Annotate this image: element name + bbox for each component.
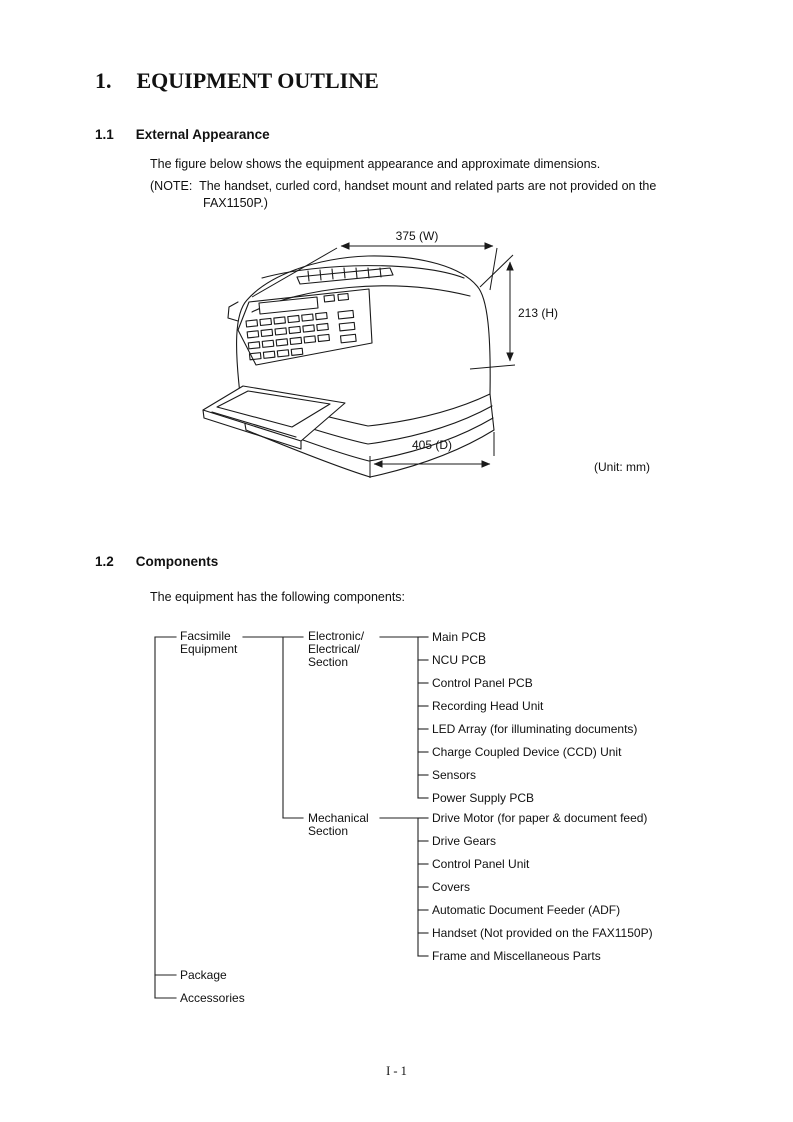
tree-electronic-line2: Electrical/ [308, 642, 361, 656]
section-external-number: 1.1 [95, 127, 114, 142]
external-note-line2: FAX1150P.) [203, 196, 268, 210]
component-item: Handset (Not provided on the FAX1150P) [432, 926, 653, 940]
component-item: Sensors [432, 768, 477, 782]
function-buttons [337, 309, 357, 344]
component-item: Control Panel PCB [432, 676, 533, 690]
unit-note-label: (Unit: mm) [594, 460, 650, 474]
page-title-number: 1. [95, 68, 112, 93]
tree-electronic-line1: Electronic/ [308, 629, 365, 643]
tree-package-item: Package [180, 968, 227, 982]
dimension-annotations [251, 242, 516, 478]
page-title: 1. EQUIPMENT OUTLINE [95, 68, 379, 94]
component-item: LED Array (for illuminating documents) [432, 722, 638, 736]
tree-accessories-item: Accessories [180, 991, 245, 1005]
component-item: Automatic Document Feeder (ADF) [432, 903, 621, 917]
tree-root-line2: Equipment [180, 642, 238, 656]
width-dimension-label: 375 (W) [396, 229, 439, 243]
external-intro-text: The figure below shows the equipment app… [150, 157, 601, 171]
component-item: Frame and Miscellaneous Parts [432, 949, 601, 963]
keypad-buttons [245, 311, 331, 361]
component-item: Charge Coupled Device (CCD) Unit [432, 745, 622, 759]
component-item: Covers [432, 880, 471, 894]
section-components-heading: 1.2 Components [95, 554, 218, 569]
external-note-line1: (NOTE: The handset, curled cord, handset… [150, 179, 657, 193]
height-dimension-label: 213 (H) [518, 306, 558, 320]
one-touch-buttons [323, 292, 350, 303]
tree-mechanical-line1: Mechanical [308, 811, 369, 825]
tree-root-line1: Facsimile [180, 629, 231, 643]
components-intro-text: The equipment has the following componen… [150, 590, 406, 604]
tree-mechanical-line2: Section [308, 824, 349, 838]
component-item: Main PCB [432, 630, 487, 644]
component-item: NCU PCB [432, 653, 487, 667]
section-external-heading: 1.1 External Appearance [95, 127, 270, 142]
section-components-number: 1.2 [95, 554, 114, 569]
page-footer: I - 1 [386, 1064, 407, 1078]
section-components-title: Components [135, 554, 219, 569]
component-item: Drive Motor (for paper & document feed) [432, 811, 648, 825]
page-title-text: EQUIPMENT OUTLINE [136, 68, 379, 93]
fax-machine-illustration [202, 255, 495, 478]
section-external-title: External Appearance [135, 127, 270, 142]
component-item: Power Supply PCB [432, 791, 535, 805]
component-item: Control Panel Unit [432, 857, 530, 871]
depth-dimension-label: 405 (D) [412, 438, 452, 452]
tree-electronic-line3: Section [308, 655, 349, 669]
component-item: Drive Gears [432, 834, 497, 848]
component-item: Recording Head Unit [432, 699, 544, 713]
